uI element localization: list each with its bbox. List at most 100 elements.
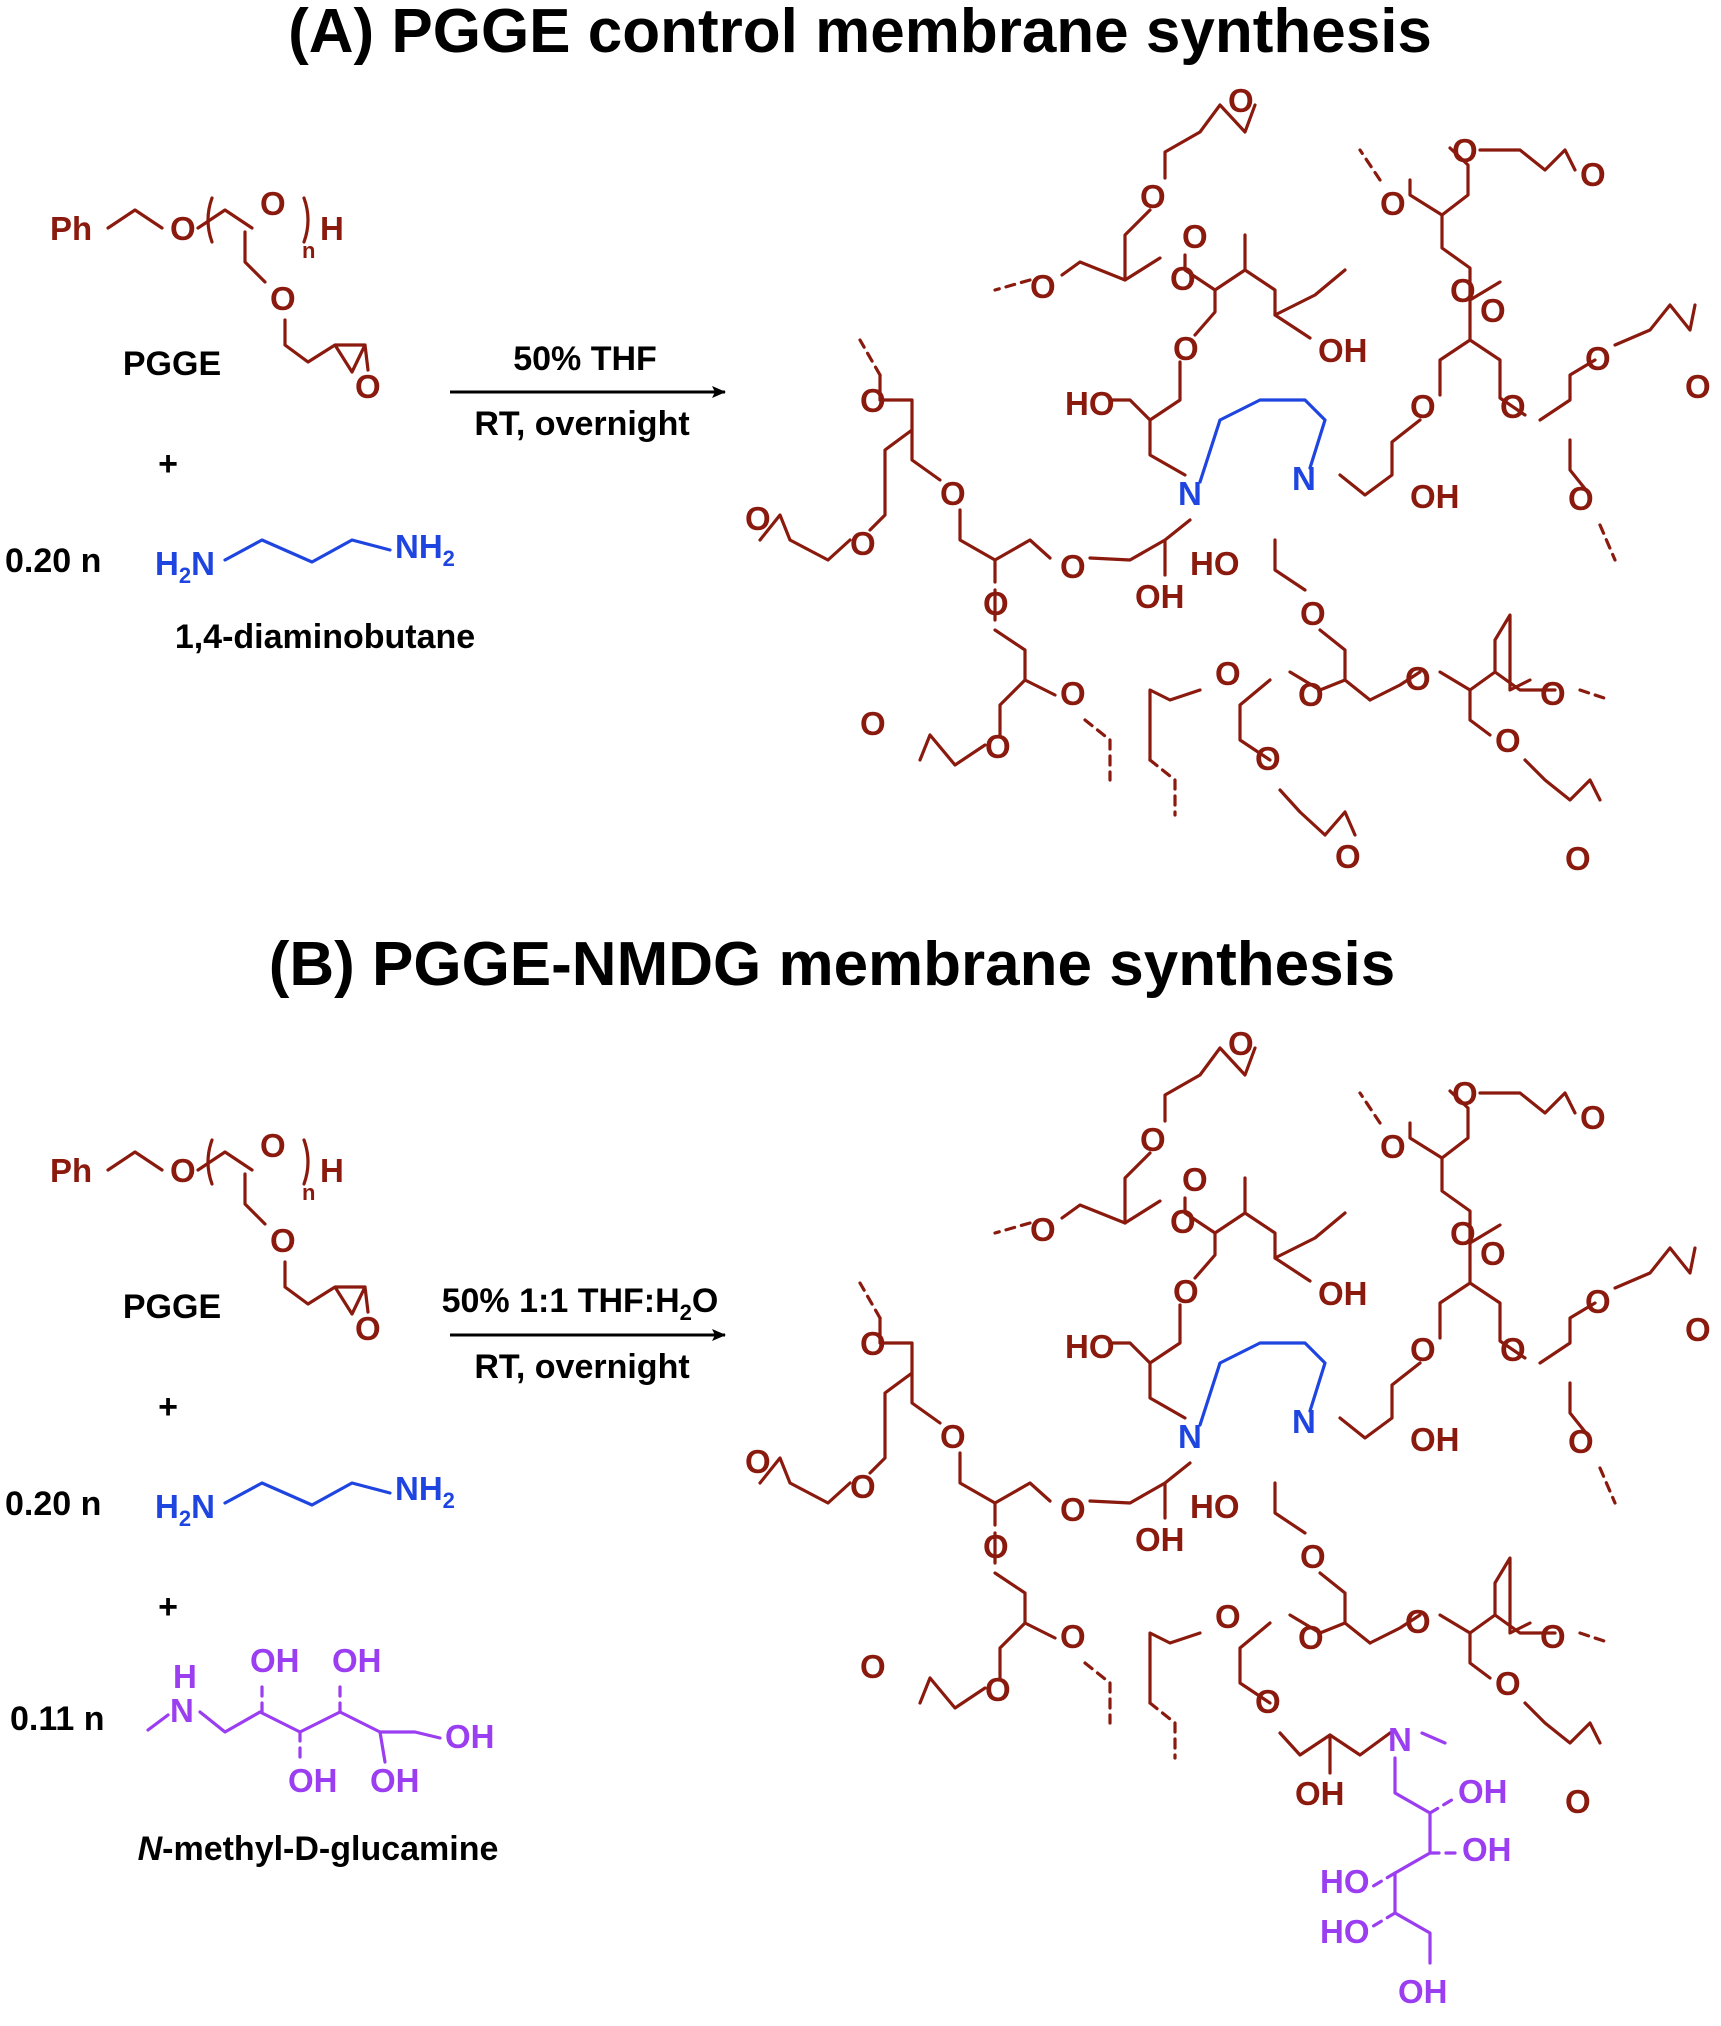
repeat-n: n [302, 238, 315, 263]
o-atom: O [850, 1468, 876, 1505]
oh-group: OH [370, 1762, 420, 1799]
ph-label: Ph [50, 1152, 92, 1189]
oh-group: OH [1135, 578, 1185, 615]
plus-sign: + [158, 1588, 178, 1626]
svg-text:H2N: H2N [155, 545, 215, 588]
diamine-name: 1,4-diaminobutane [175, 618, 475, 656]
o-atom: O [985, 1671, 1011, 1708]
ho-group: HO [1190, 1488, 1240, 1525]
panel-a: (A) PGGE control membrane synthesis Ph O… [5, 0, 1711, 877]
plus-sign: + [158, 1388, 178, 1426]
epoxide-o: O [1580, 156, 1606, 193]
oh-group: OH [445, 1718, 495, 1755]
oh-group: OH [1135, 1521, 1185, 1558]
nmdg-structure: H N OH OH OH OH OH [146, 1642, 495, 1799]
o-atom: O [1300, 595, 1326, 632]
epoxide-o: O [1565, 1783, 1591, 1820]
oh-group: OH [1462, 1831, 1512, 1868]
conditions-time: RT, overnight [474, 1348, 689, 1386]
plus-sign: + [158, 445, 178, 483]
o-atom: O [1405, 1603, 1431, 1640]
diaminobutane-structure-b: H2N NH2 [155, 1470, 455, 1531]
subscript-2: 2 [680, 1300, 692, 1325]
o-atom: O [940, 1418, 966, 1455]
ho-group: HO [1320, 1913, 1370, 1950]
conditions-solvent: 50% 1:1 THF:H2O [442, 1282, 719, 1325]
o-atom: O [1170, 260, 1196, 297]
o-atom: O [1380, 185, 1406, 222]
oh-group: OH [1398, 1973, 1448, 2010]
panel-a-heading: (A) PGGE control membrane synthesis [288, 0, 1432, 66]
o-atom: O [1540, 1618, 1566, 1655]
o-atom: O [1410, 1331, 1436, 1368]
diamine-ratio: 0.20 n [5, 1485, 101, 1523]
o-atom: O [1480, 292, 1506, 329]
o-atom: O [1410, 388, 1436, 425]
epoxide-o: O [355, 1310, 381, 1347]
crosslinked-network-b: N N HO O O OH O O O O OH O O O [745, 1025, 1711, 2010]
nmdg-name-italic: N [138, 1830, 164, 1868]
n-atom: N [170, 1692, 194, 1729]
o-atom: O [1170, 1203, 1196, 1240]
epoxide-o: O [355, 368, 381, 405]
o-atom: O [1298, 676, 1324, 713]
n-atom: N [1178, 475, 1202, 512]
o-atom: O [983, 1528, 1009, 1565]
pgge-structure-b: Ph O O H n O O [50, 1127, 381, 1347]
epoxide-o: O [1335, 838, 1361, 875]
h-end-label: H [320, 210, 344, 247]
o-atom: O [270, 1222, 296, 1259]
oh-group: OH [1410, 478, 1460, 515]
o-atom: O [985, 728, 1011, 765]
h-atom: H [155, 545, 179, 582]
o-atom: O [1182, 218, 1208, 255]
o-atom: O [1568, 480, 1594, 517]
subscript-2: 2 [179, 563, 191, 588]
epoxide-o: O [1580, 1099, 1606, 1136]
oh-group: OH [1318, 332, 1368, 369]
h-end-label: H [320, 1152, 344, 1189]
o-atom: O [1060, 1618, 1086, 1655]
repeat-n: n [302, 1180, 315, 1205]
o-atom: O [1495, 1665, 1521, 1702]
o-atom: O [1380, 1128, 1406, 1165]
o-atom: O [1452, 132, 1478, 169]
epoxide-o: O [1685, 368, 1711, 405]
ho-group: HO [1190, 545, 1240, 582]
diamine-ratio: 0.20 n [5, 542, 101, 580]
h-atom: H [173, 1658, 197, 1695]
epoxide-o: O [860, 705, 886, 742]
conditions-solvent-main: 50% 1:1 THF:H [442, 1282, 680, 1320]
svg-text:NH2: NH2 [395, 1470, 455, 1513]
epoxide-o: O [1565, 840, 1591, 877]
svg-text:H2N: H2N [155, 1488, 215, 1531]
o-atom: O [1585, 340, 1611, 377]
nmdg-name: N-methyl-D-glucamine [138, 1830, 499, 1868]
o-atom: O [1405, 660, 1431, 697]
o-atom: O [1215, 1598, 1241, 1635]
o-atom: O [1298, 1619, 1324, 1656]
crosslinked-network-a: N N HO O O OH O O O O OH O O [745, 82, 1711, 877]
o-atom: O [1568, 1423, 1594, 1460]
o-atom: O [1060, 675, 1086, 712]
ho-group: HO [1320, 1863, 1370, 1900]
o-atom: O [270, 280, 296, 317]
panel-b-heading: (B) PGGE-NMDG membrane synthesis [269, 930, 1396, 999]
subscript-2: 2 [179, 1506, 191, 1531]
o-atom: O [1060, 548, 1086, 585]
nh-atom: NH [395, 528, 443, 565]
epoxide-o: O [745, 500, 771, 537]
n-atom: N [191, 1488, 215, 1525]
ph-label: Ph [50, 210, 92, 247]
ho-group: HO [1065, 1328, 1115, 1365]
epoxide-o: O [745, 1443, 771, 1480]
nh-atom: NH [395, 1470, 443, 1507]
epoxide-o: O [1228, 82, 1254, 119]
oh-group: OH [1318, 1275, 1368, 1312]
o-atom: O [1452, 1075, 1478, 1112]
o-atom: O [1300, 1538, 1326, 1575]
n-atom: N [191, 545, 215, 582]
o-atom: O [1450, 272, 1476, 309]
nmdg-name-rest: -methyl-D-glucamine [162, 1830, 498, 1868]
